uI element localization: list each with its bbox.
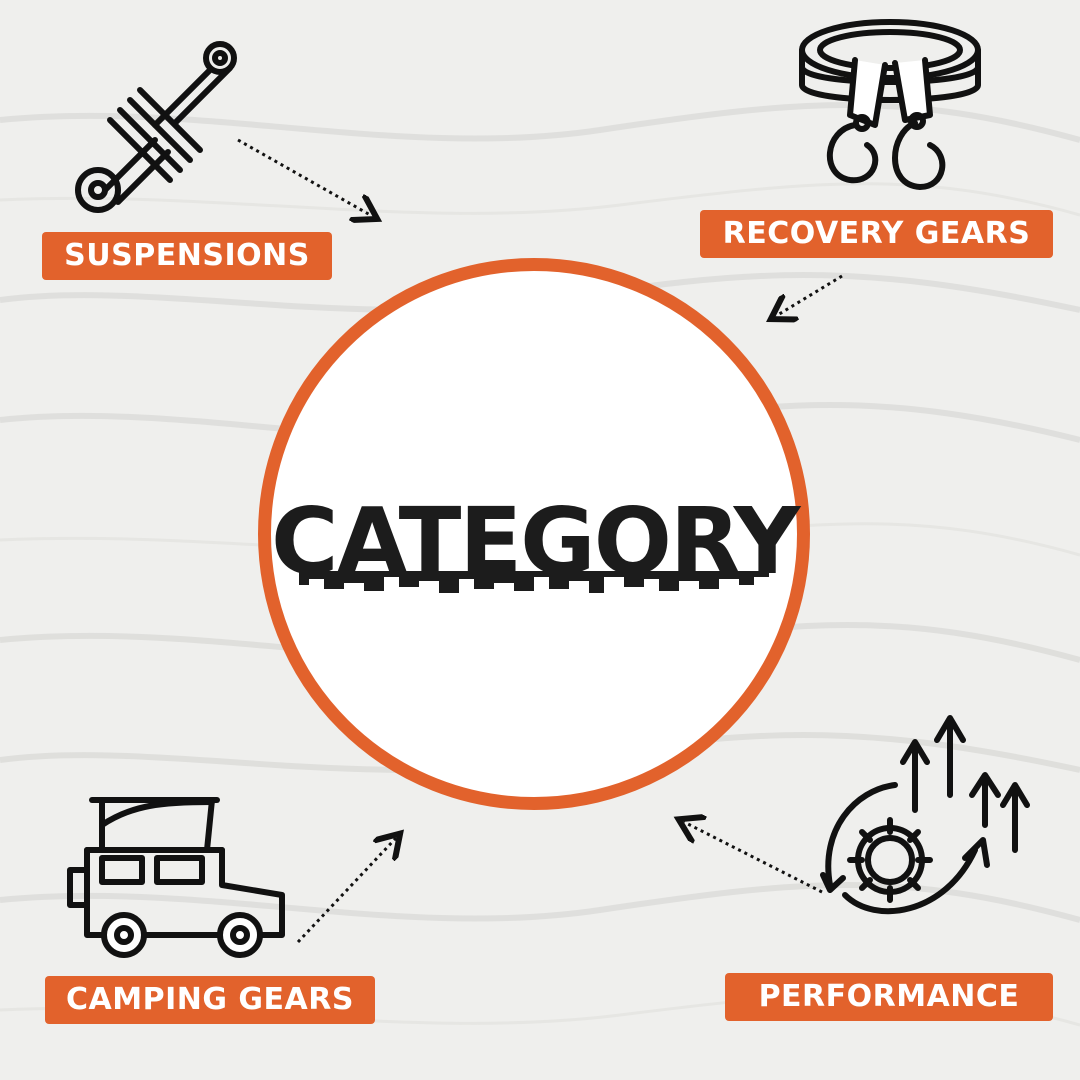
category-suspensions-button[interactable]: SUSPENSIONS — [42, 232, 332, 280]
category-recovery-gears-button[interactable]: RECOVERY GEARS — [700, 210, 1053, 258]
rooftop-tent-vehicle-icon — [67, 797, 285, 958]
tow-strap-hooks-icon — [799, 19, 981, 190]
category-camping-gears-button[interactable]: CAMPING GEARS — [45, 976, 375, 1024]
category-performance-button[interactable]: PERFORMANCE — [725, 973, 1053, 1021]
category-circle: CATEGORY — [258, 258, 810, 810]
gear-growth-arrows-icon — [820, 715, 1030, 915]
shock-absorber-icon — [75, 41, 237, 213]
city-skyline-silhouette — [299, 571, 769, 593]
